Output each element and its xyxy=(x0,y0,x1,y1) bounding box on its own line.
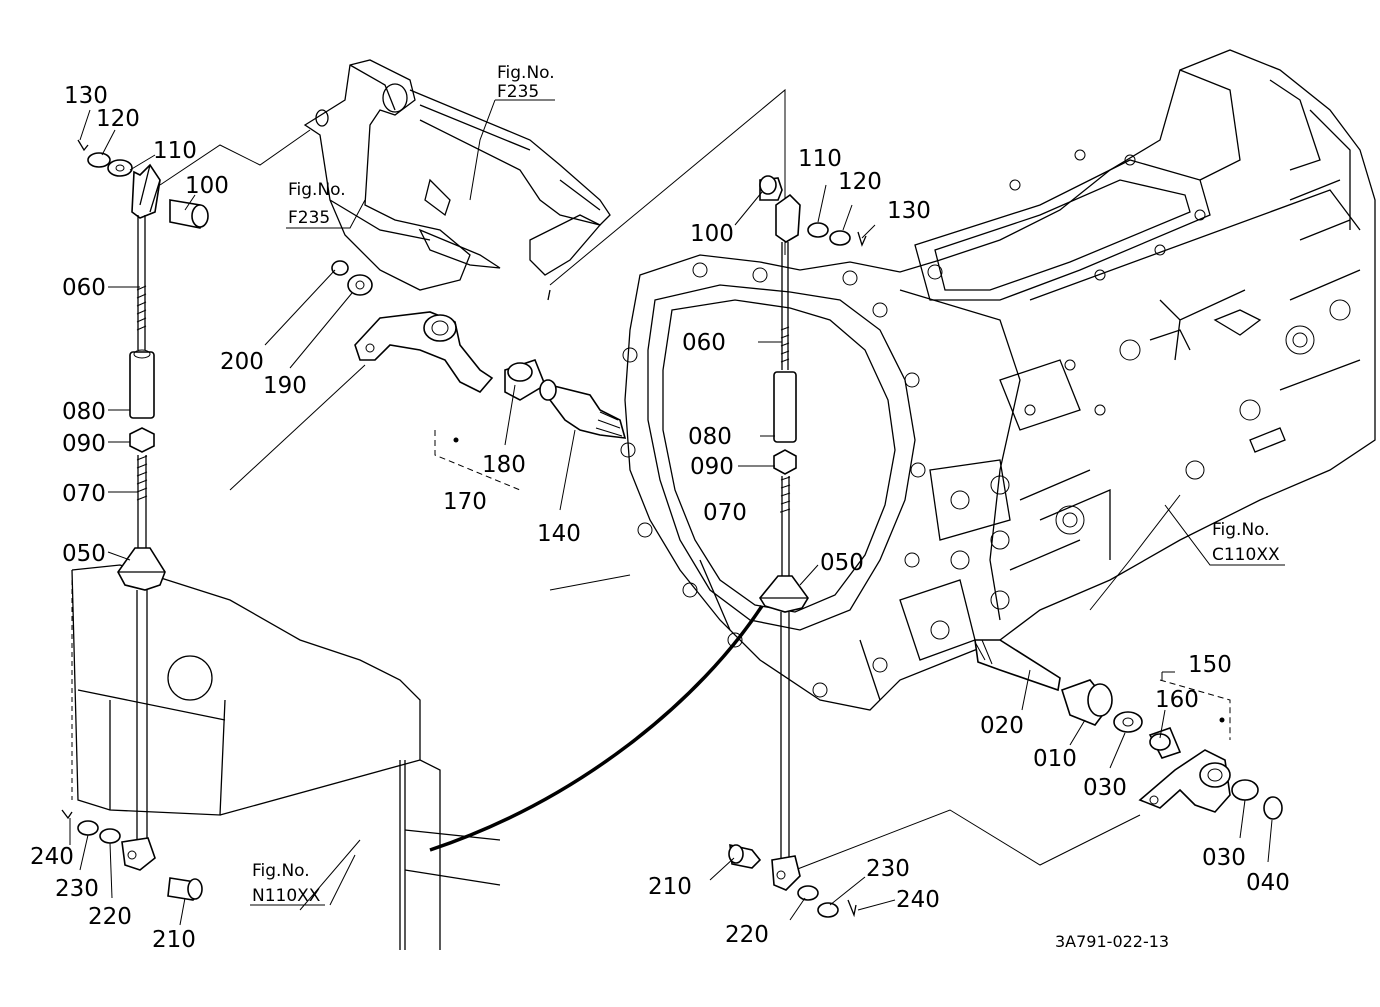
label-140: 140 xyxy=(537,521,581,547)
label-100-center: 100 xyxy=(690,221,734,247)
label-110-left: 110 xyxy=(153,138,197,164)
label-120-center: 120 xyxy=(838,169,882,195)
fig-ref-f235-left-line1: Fig.No. xyxy=(288,180,346,200)
label-130-left: 130 xyxy=(64,83,108,109)
label-060-center: 060 xyxy=(682,330,726,356)
label-070-center: 070 xyxy=(703,500,747,526)
fig-ref-n110xx-line2: N110XX xyxy=(252,886,321,906)
label-030-lower: 030 xyxy=(1202,845,1246,871)
label-090-center: 090 xyxy=(690,454,734,480)
label-050-center: 050 xyxy=(820,550,864,576)
label-220-left: 220 xyxy=(88,904,132,930)
label-060-left: 060 xyxy=(62,275,106,301)
label-240-center: 240 xyxy=(896,887,940,913)
callout-leaders xyxy=(69,109,1273,926)
fig-ref-c110xx-line2: C110XX xyxy=(1212,545,1280,565)
label-230-center: 230 xyxy=(866,856,910,882)
fig-ref-f235-top-line2: F235 xyxy=(497,82,539,102)
label-130-center: 130 xyxy=(887,198,931,224)
label-030-upper: 030 xyxy=(1083,775,1127,801)
label-010: 010 xyxy=(1033,746,1077,772)
label-170: 170 xyxy=(443,489,487,515)
upper-shaft-group xyxy=(331,260,627,491)
label-090-left: 090 xyxy=(62,431,106,457)
label-040: 040 xyxy=(1246,870,1290,896)
floor-panel xyxy=(71,564,501,950)
drawing-number: 3A791-022-13 xyxy=(1055,932,1169,951)
label-210-left: 210 xyxy=(152,927,196,953)
label-240-left: 240 xyxy=(30,844,74,870)
label-020: 020 xyxy=(980,713,1024,739)
label-160: 160 xyxy=(1155,687,1199,713)
fig-ref-f235-top-line1: Fig.No. xyxy=(497,63,555,83)
label-110-center: 110 xyxy=(798,146,842,172)
transmission-housing xyxy=(620,49,1376,711)
label-080-left: 080 xyxy=(62,399,106,425)
label-100-left: 100 xyxy=(185,173,229,199)
clutch-cable xyxy=(429,605,764,852)
clutch-pedal xyxy=(303,59,611,301)
label-080-center: 080 xyxy=(688,424,732,450)
lower-shaft-group xyxy=(974,639,1283,820)
center-rod-assembly xyxy=(728,175,867,918)
figure-references: Fig.No. F235 Fig.No. F235 Fig.No. C110XX… xyxy=(250,63,1285,906)
left-rod-assembly xyxy=(61,139,209,901)
label-210-center: 210 xyxy=(648,874,692,900)
label-230-left: 230 xyxy=(55,876,99,902)
fig-ref-c110xx-line1: Fig.No. xyxy=(1212,520,1270,540)
label-180: 180 xyxy=(482,452,526,478)
label-150: 150 xyxy=(1188,652,1232,678)
label-120-left: 120 xyxy=(96,106,140,132)
bracket-150 xyxy=(1161,671,1175,680)
fig-ref-f235-left-line2: F235 xyxy=(288,208,330,228)
label-200: 200 xyxy=(220,349,264,375)
part-labels: 130 120 110 100 060 080 090 070 050 200 … xyxy=(30,83,1290,953)
label-220-center: 220 xyxy=(725,922,769,948)
label-050-left: 050 xyxy=(62,541,106,567)
fig-ref-n110xx-line1: Fig.No. xyxy=(252,861,310,881)
label-070-left: 070 xyxy=(62,481,106,507)
label-190: 190 xyxy=(263,373,307,399)
